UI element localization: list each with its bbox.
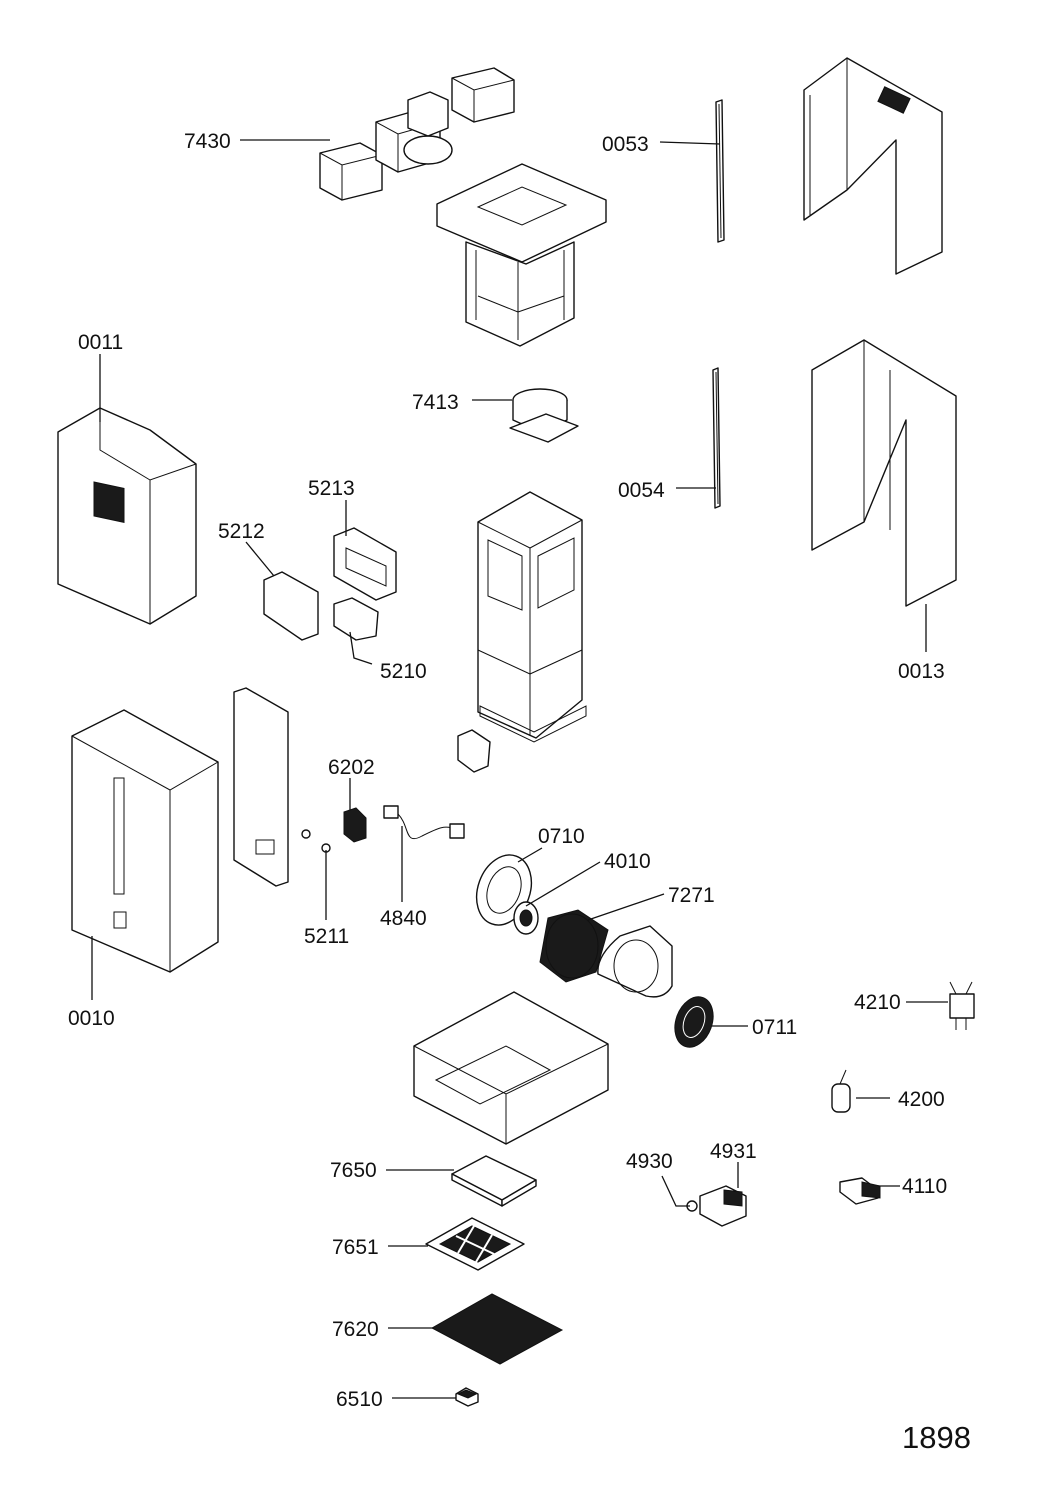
part-7651-filter-frame: [425, 1217, 525, 1271]
label-4840: 4840: [380, 907, 427, 930]
part-upper-frame: [436, 163, 607, 347]
label-7650: 7650: [330, 1159, 377, 1182]
part-4010: [513, 901, 539, 935]
part-0010-cover: [71, 709, 219, 973]
part-7430-duct-connectors: [319, 67, 515, 201]
part-lower-chimney-cover: [811, 339, 957, 607]
label-0711: 0711: [752, 1016, 797, 1039]
label-0054: 0054: [618, 479, 665, 502]
label-7271: 7271: [668, 884, 715, 907]
part-fan-housing: [597, 925, 673, 998]
part-5212-plate: [263, 571, 319, 641]
label-4010: 4010: [604, 850, 651, 873]
label-4930: 4930: [626, 1150, 673, 1173]
part-7620-grease-filter: [430, 1293, 564, 1365]
part-4210: [949, 981, 975, 1030]
label-5211: 5211: [304, 925, 349, 948]
part-4110: [839, 1177, 881, 1205]
label-4110: 4110: [902, 1175, 947, 1198]
part-0711-grill: [674, 996, 714, 1048]
part-7271-blower-wheel: [539, 909, 609, 983]
part-5213-box: [333, 527, 397, 601]
drawing-number: 1898: [902, 1420, 971, 1455]
part-0054-strip: [712, 367, 721, 509]
label-0710: 0710: [538, 825, 585, 848]
label-0053: 0053: [602, 133, 649, 156]
part-7413-ring: [509, 388, 579, 443]
part-5211-screws: [301, 829, 331, 853]
label-4200: 4200: [898, 1088, 945, 1111]
part-4840-cable: [383, 805, 465, 839]
part-6202: [343, 807, 367, 843]
label-5212: 5212: [218, 520, 265, 543]
label-7651: 7651: [332, 1236, 379, 1259]
part-6510: [455, 1387, 479, 1407]
label-5210: 5210: [380, 660, 427, 683]
label-7430: 7430: [184, 130, 231, 153]
part-7650-filter: [451, 1155, 537, 1207]
label-7620: 7620: [332, 1318, 379, 1341]
label-0010: 0010: [68, 1007, 115, 1030]
label-0011: 0011: [78, 331, 123, 354]
label-6510: 6510: [336, 1388, 383, 1411]
part-upper-chimney-cover: [803, 57, 943, 275]
part-0053-strip: [715, 99, 725, 243]
part-5210-board: [333, 597, 379, 641]
part-4930-4931: [686, 1185, 747, 1227]
label-5213: 5213: [308, 477, 355, 500]
label-4210: 4210: [854, 991, 901, 1014]
label-0013: 0013: [898, 660, 945, 683]
part-rear-panel: [233, 687, 289, 887]
leader-lines: [91, 139, 948, 1399]
label-7413: 7413: [412, 391, 459, 414]
label-6202: 6202: [328, 756, 375, 779]
part-4200: [831, 1069, 851, 1113]
part-central-frame: [477, 491, 587, 743]
label-4931: 4931: [710, 1140, 757, 1163]
part-0011-cover: [57, 407, 197, 625]
part-bracket: [457, 729, 491, 773]
part-base-housing: [413, 991, 609, 1145]
